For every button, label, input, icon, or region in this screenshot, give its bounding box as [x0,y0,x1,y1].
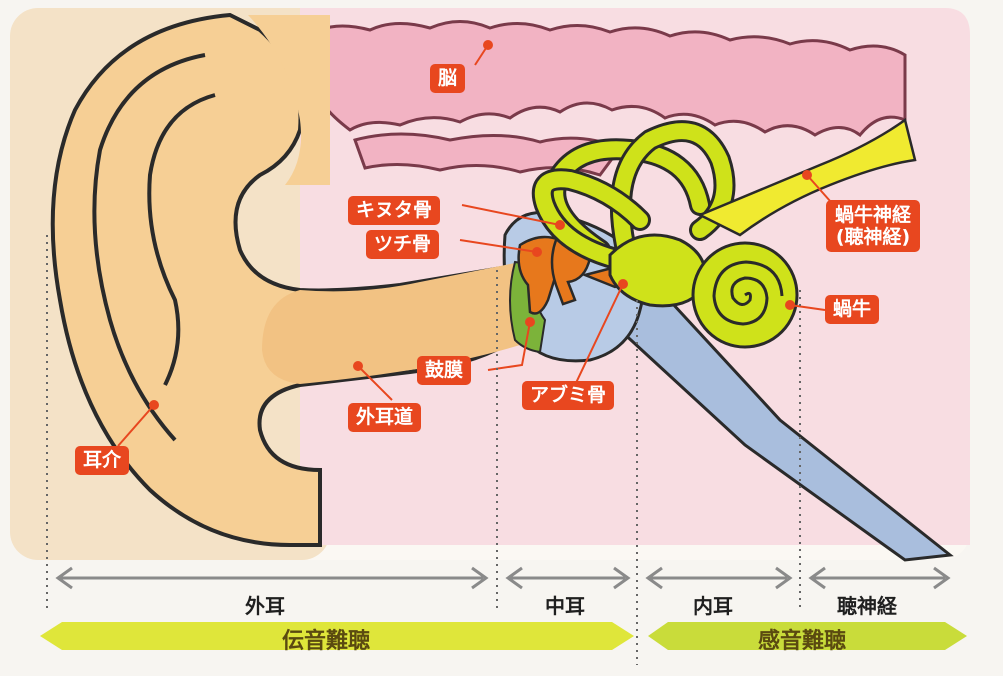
sensorineural-hearing-loss-label: 感音難聴 [758,623,846,655]
vestibule-shape [610,235,706,306]
label-eardrum: 鼓膜 [417,356,471,385]
conductive-hearing-loss-label: 伝音難聴 [282,623,370,655]
label-ear-canal: 外耳道 [348,403,421,432]
section-auditory-nerve: 聴神経 [837,590,897,619]
label-cochlear-nerve-line1: 蝸牛神経 [835,204,911,226]
label-cochlear-nerve: 蝸牛神経 (聴神経) [826,200,920,252]
label-malleus: ツチ骨 [366,230,439,259]
section-outer-ear: 外耳 [245,590,285,619]
label-brain: 脳 [430,64,465,93]
label-cochlea: 蝸牛 [825,295,879,324]
section-arrows [58,568,948,588]
label-stapes: アブミ骨 [522,381,614,410]
label-auricle: 耳介 [75,446,129,475]
section-middle-ear: 中耳 [545,590,585,619]
label-incus: キヌタ骨 [348,196,440,225]
section-inner-ear: 内耳 [693,590,733,619]
label-cochlear-nerve-line2: (聴神経) [835,226,911,248]
